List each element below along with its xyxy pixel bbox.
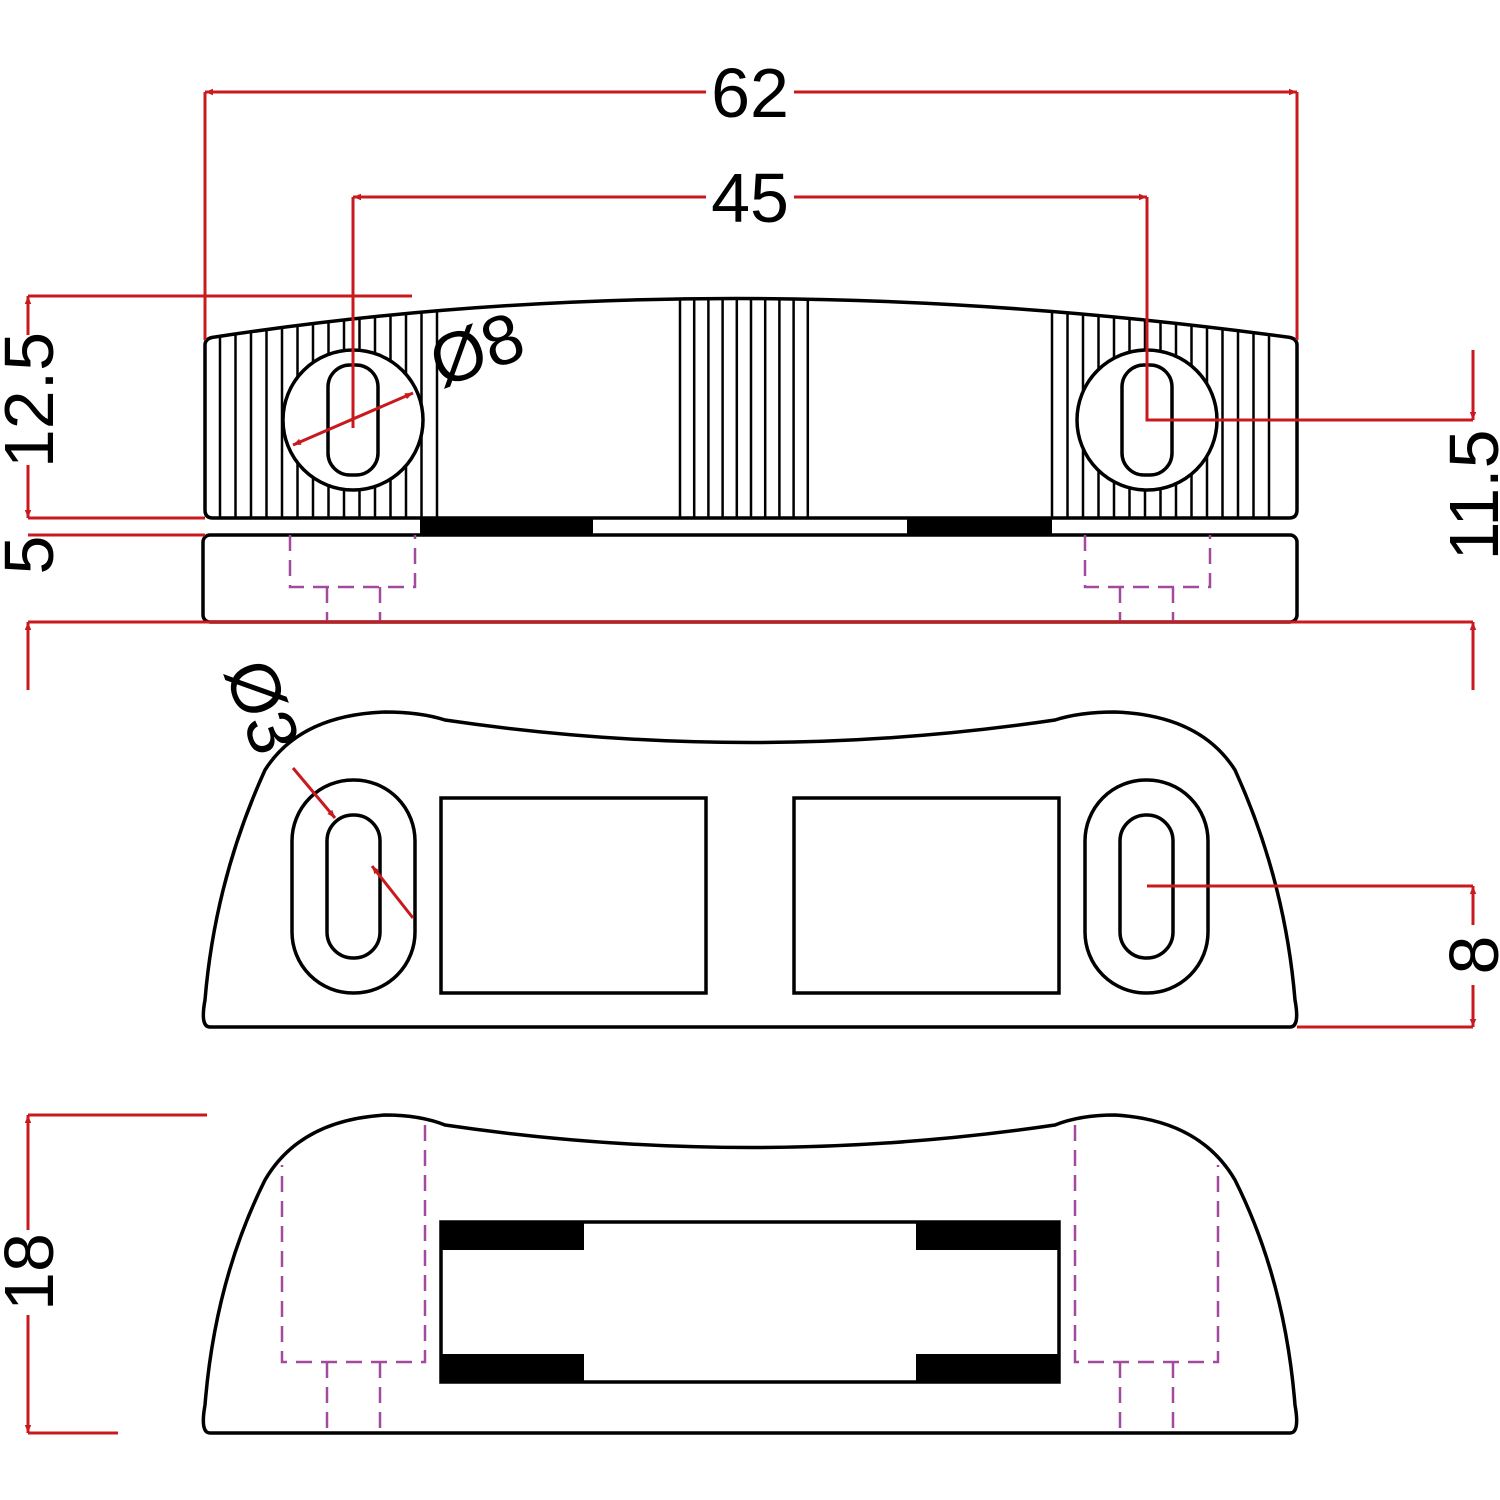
dim-diameter-3: Ø3 (210, 650, 315, 764)
dimension-labels: 62 45 12.5 5 Ø8 11.5 Ø3 8 18 (0, 54, 1500, 1315)
front-view (201, 1113, 1299, 1435)
dim-8: 8 (1435, 936, 1500, 975)
top-view (201, 710, 1299, 1029)
dim-45: 45 (711, 159, 789, 237)
dim-11-5: 11.5 (1435, 429, 1500, 560)
dim-62: 62 (711, 54, 789, 132)
dim-5: 5 (0, 536, 68, 575)
side-view (201, 296, 1299, 624)
dim-18: 18 (0, 1233, 68, 1311)
dim-12-5: 12.5 (0, 332, 68, 468)
